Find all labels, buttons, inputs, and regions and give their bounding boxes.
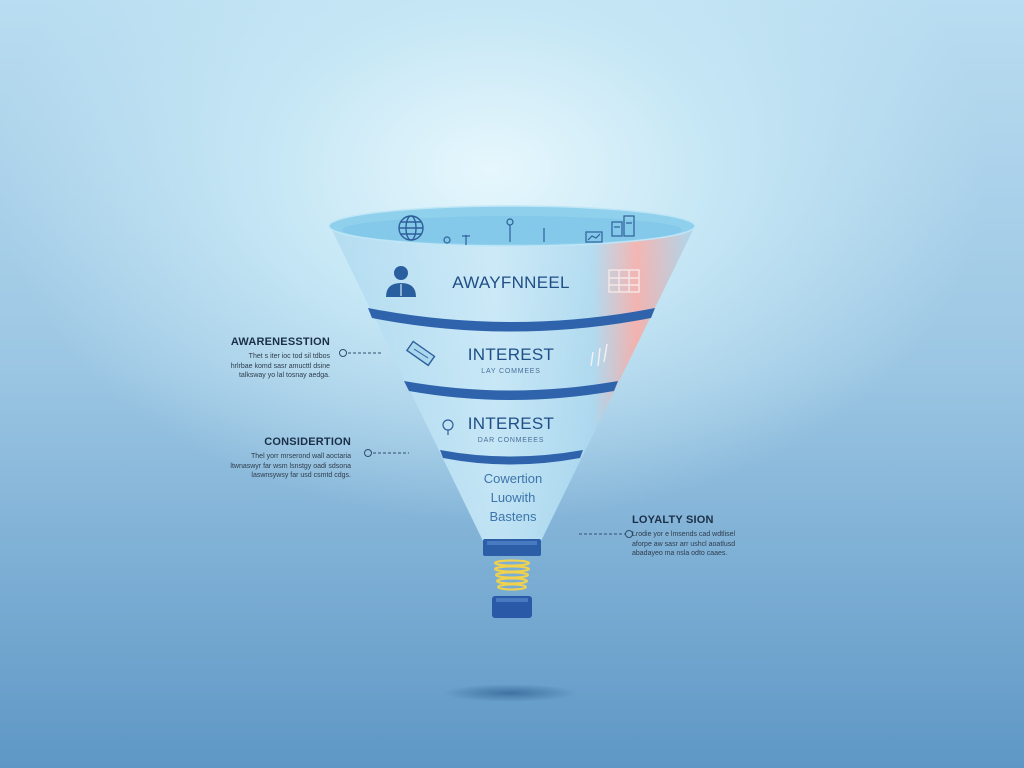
- globe-icon: [398, 215, 424, 241]
- neck-line-3: Bastens: [489, 509, 537, 524]
- stage-1-title: AWAYFNNEEL: [452, 273, 570, 292]
- neck-line-2: Luowith: [490, 490, 536, 505]
- chart-icon: [585, 231, 603, 243]
- stage-2-label: INTEREST LAY COMMEES: [425, 345, 597, 375]
- callout-connector-1: [339, 349, 381, 357]
- ticket-icon: [405, 340, 436, 367]
- building-icon: [611, 215, 635, 237]
- stage-2-title: INTEREST: [467, 345, 555, 364]
- signal-icon: [443, 235, 470, 245]
- stage-3-title: INTEREST: [467, 414, 555, 433]
- callout-loyalty: LOYALTY SION Lrodie yor e lmsends cad wd…: [632, 514, 802, 559]
- neck-line-1: Cowertion: [483, 471, 543, 486]
- callout-awareness-heading: AWARENESSTION: [230, 336, 330, 348]
- person-icon: [386, 266, 416, 297]
- callout-consideration-desc: Thel yorr mrserond wall aoctaria ltwnasw…: [230, 453, 351, 479]
- callout-loyalty-heading: LOYALTY SION: [632, 514, 714, 526]
- stage-3-label: INTEREST DAR CONMEEES: [430, 414, 592, 444]
- cart-icon: [608, 269, 640, 293]
- funnel-band-1: [368, 308, 655, 332]
- funnel-coil: [494, 559, 530, 591]
- callout-connector-2: [364, 449, 409, 457]
- bulb-icon: [442, 419, 454, 435]
- callout-loyalty-desc: Lrodie yor e lmsends cad wdtlisel aforpe…: [632, 531, 736, 557]
- callout-consideration-heading: CONSIDERTION: [264, 436, 351, 448]
- neck-label: Cowertion Luowith Bastens: [455, 469, 571, 526]
- bars-icon: [590, 343, 608, 367]
- tower-icon: [506, 218, 545, 242]
- funnel-shadow: [442, 684, 578, 702]
- funnel-band-3: [440, 450, 583, 465]
- stage-2-subtitle: LAY COMMEES: [481, 368, 541, 375]
- callout-awareness-desc: Thet s iter ioc tod sil tdbos hrlrbae ko…: [230, 353, 330, 379]
- stage-3-subtitle: DAR CONMEEES: [477, 437, 545, 444]
- funnel-band-2: [404, 381, 618, 400]
- callout-connector-3: [579, 530, 633, 538]
- stage-1-label: AWAYFNNEEL: [420, 273, 602, 293]
- callout-consideration: CONSIDERTION Thel yorr mrserond wall aoc…: [195, 436, 351, 481]
- callout-awareness: AWARENESSTION Thet s iter ioc tod sil td…: [178, 336, 330, 381]
